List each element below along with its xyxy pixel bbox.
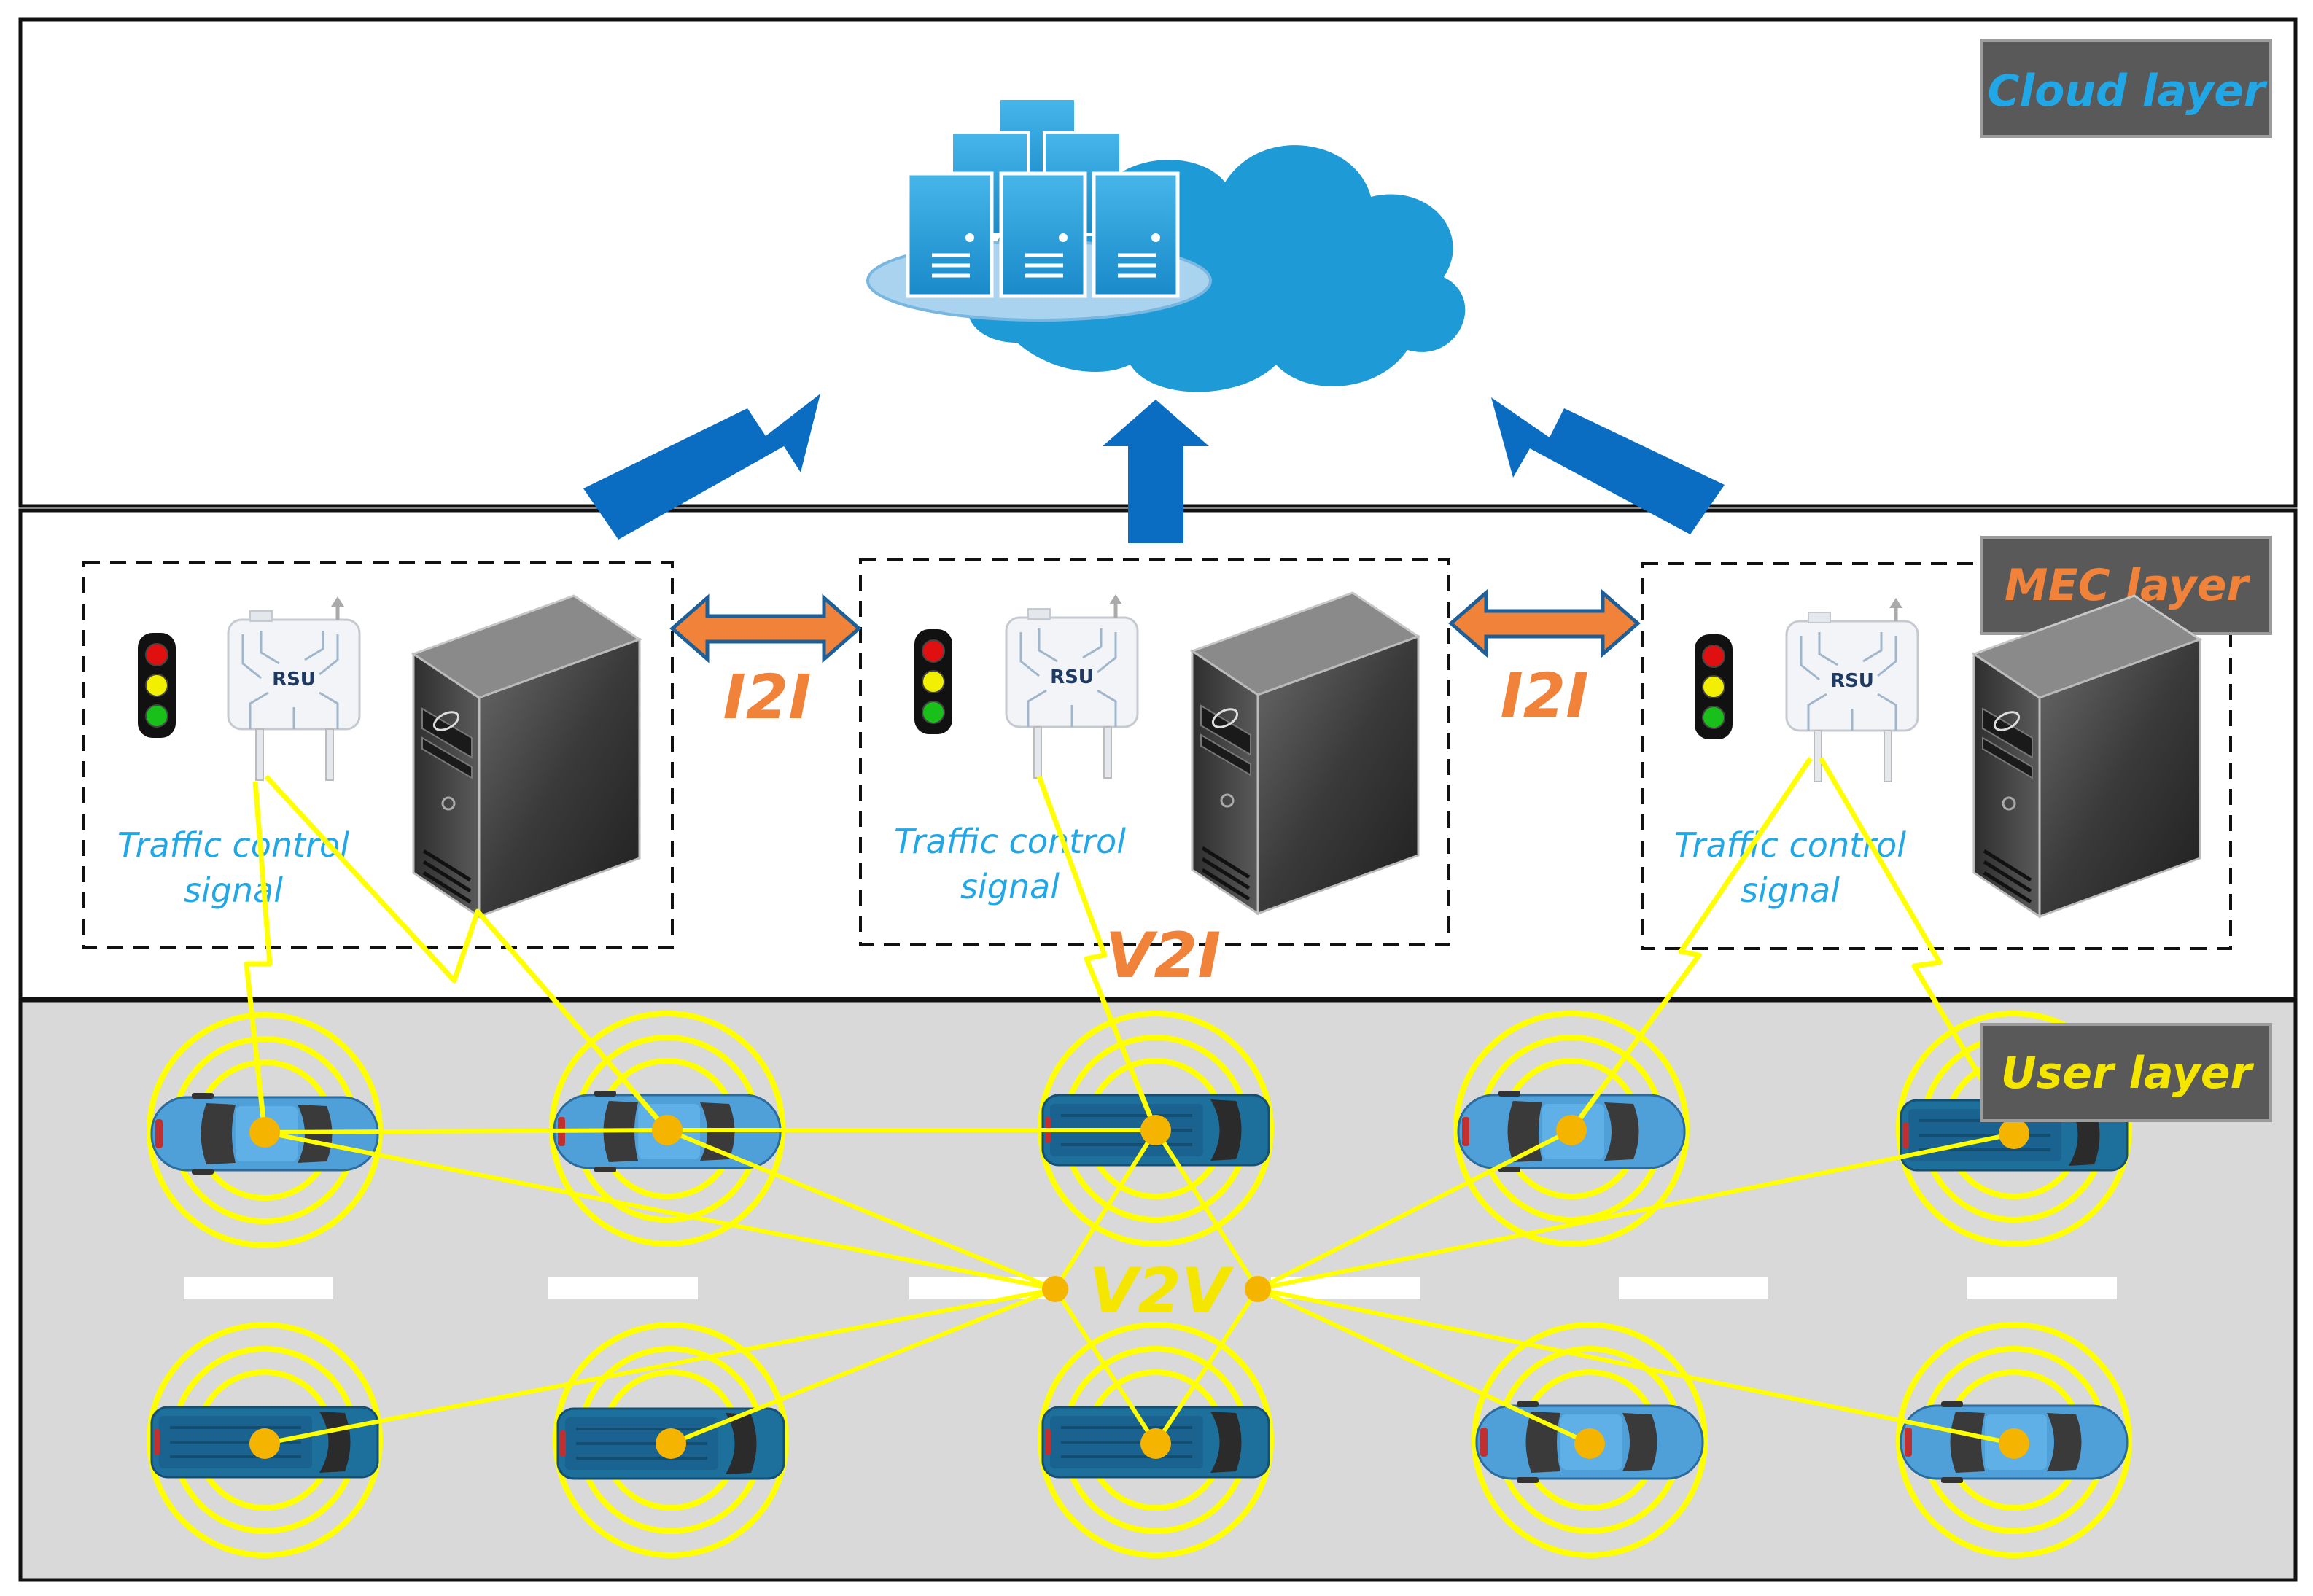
v2v-label: V2V (1089, 1255, 1235, 1328)
rsu-icon: RSU (1006, 594, 1138, 778)
cloud-layer-label: Cloud layer (1988, 66, 2268, 117)
mec-unit-box-1 (82, 561, 674, 949)
signal-text-3b: signal (1741, 871, 1840, 910)
signal-text-3a: Traffic control (1674, 825, 1906, 865)
uplink-arrow-center (1103, 400, 1209, 543)
traffic-light-icon (914, 628, 953, 735)
edge-server-icon (1974, 596, 2200, 916)
rsu-label: RSU (1830, 670, 1874, 692)
edge-server-icon (1192, 593, 1418, 914)
v2v-links (264, 1128, 2015, 1446)
v2v-hub-node (1042, 1276, 1068, 1302)
server-icon (906, 171, 994, 298)
signal-text-1a: Traffic control (117, 825, 349, 865)
rsu-label: RSU (272, 669, 316, 690)
cloud-layer-label-box: Cloud layer (1980, 39, 2272, 138)
signal-text-1b: signal (184, 871, 283, 910)
i2i-label-2: I2I (1501, 660, 1589, 731)
uplink-arrow-left (583, 394, 820, 540)
lane-markings (184, 1277, 2117, 1299)
signal-text-2b: signal (960, 867, 1060, 906)
i2i-arrow-2 (1448, 588, 1641, 658)
user-layer-label-box: User layer (1980, 1023, 2272, 1122)
cloud-server-stack (906, 97, 1180, 298)
mec-unit-box-2 (859, 558, 1450, 946)
mec-unit-box-3 (1641, 562, 2232, 950)
rsu-label: RSU (1050, 666, 1094, 688)
rsu-icon: RSU (1787, 598, 1918, 782)
edge-server-icon (413, 596, 640, 916)
v2i-label: V2I (1105, 919, 1221, 992)
v2v-hub-node (1245, 1276, 1271, 1302)
vehicle-nodes (249, 1115, 2029, 1459)
i2i-arrow-1 (669, 593, 862, 663)
i2i-label-1: I2I (723, 661, 812, 733)
rsu-icon: RSU (228, 596, 359, 780)
server-icon (1092, 171, 1180, 298)
v2i-links (244, 757, 2017, 1135)
signal-text-2a: Traffic control (894, 822, 1126, 861)
server-icon (999, 171, 1087, 298)
traffic-light-icon (137, 632, 176, 739)
user-layer-label: User layer (2001, 1048, 2255, 1099)
uplink-arrow-right (1491, 397, 1725, 534)
traffic-light-icon (1694, 634, 1733, 740)
